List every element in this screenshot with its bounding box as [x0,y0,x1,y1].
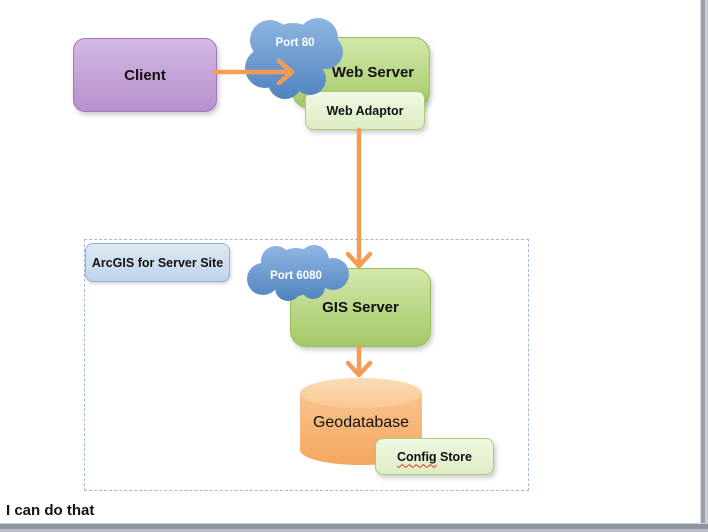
geodatabase-label: Geodatabase [312,414,410,431]
web-adaptor-label: Web Adaptor [326,103,404,118]
window-edge-right-highlight [700,0,701,528]
arcgis-site-label[interactable]: ArcGIS for Server Site [85,243,230,282]
arcgis-site-label-text: ArcGIS for Server Site [91,255,224,270]
window-edge-right [701,0,705,528]
config-store-label-rest: Store [436,449,472,464]
web-server-label: Web Server [331,64,415,81]
web-adaptor-node[interactable]: Web Adaptor [305,91,425,130]
window-edge-bottom [0,524,708,529]
config-store-label-misspelled: Config [396,449,437,464]
port6080-cloud-label[interactable]: Port 6080 [270,270,322,282]
port80-cloud-label[interactable]: Port 80 [275,37,315,49]
gis-server-label: GIS Server [322,299,399,316]
window-edge-bottom-outer [0,529,708,532]
window-edge-bottom-highlight [0,523,708,524]
window-edge-right-outer [705,0,708,532]
client-label: Client [124,66,166,84]
caption-text: I can do that [6,502,95,519]
client-node[interactable]: Client [73,38,217,112]
config-store-label: Config Store [397,450,472,464]
arrowhead-client-to-webserver [276,58,295,86]
config-store-node[interactable]: Config Store [375,438,494,475]
arcgis-site-group-box[interactable] [84,239,529,491]
